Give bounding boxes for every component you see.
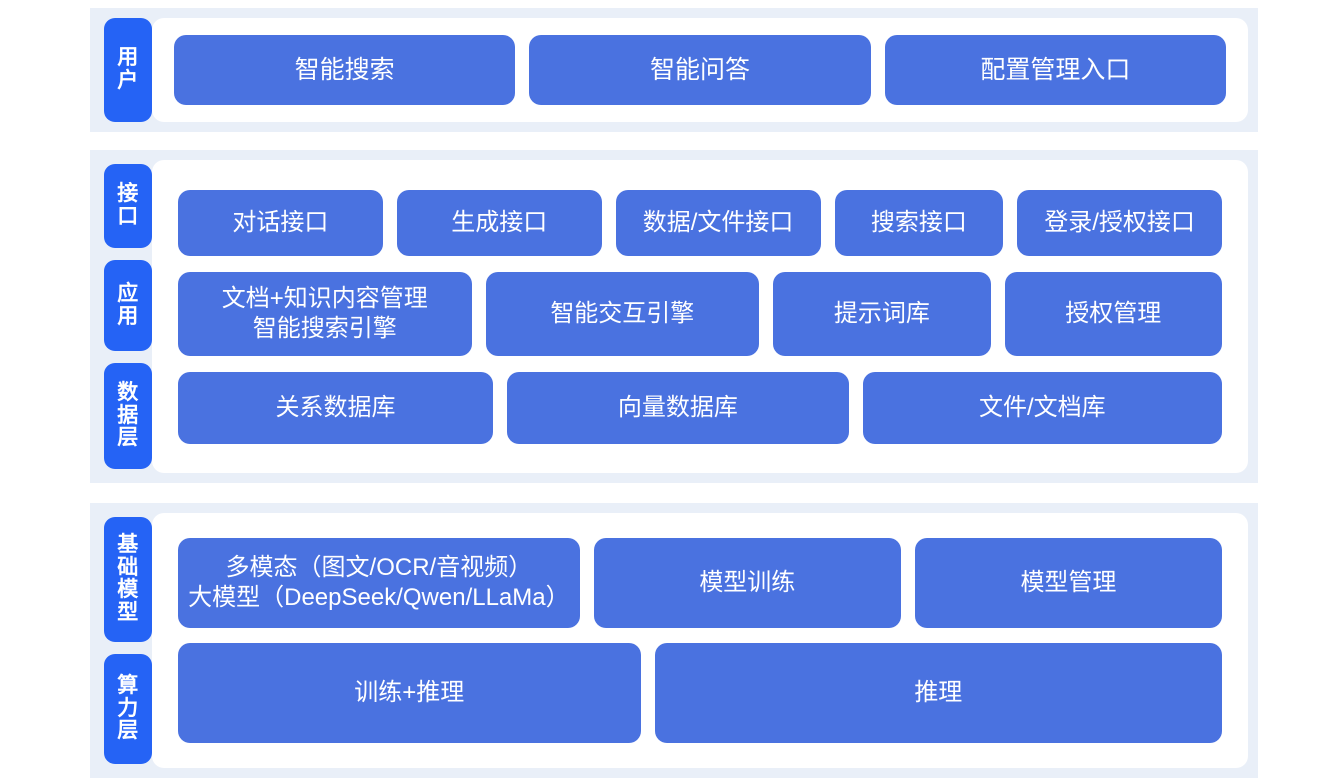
section-core-layers: 接口 应用 数据层 对话接口 生成接口 数据/文件接口 搜索接口 登录/授权接口… (90, 150, 1258, 483)
card-authorization-management[interactable]: 授权管理 (1004, 271, 1222, 356)
tag-column-user: 用户 (90, 8, 152, 132)
row-data-stores: 关系数据库 向量数据库 文件/文档库 (178, 371, 1223, 444)
card-relational-database[interactable]: 关系数据库 (178, 371, 494, 444)
layer-tag-foundation-model[interactable]: 基础模型 (104, 517, 152, 642)
layer-tag-compute-label: 算力层 (117, 673, 139, 743)
card-smart-interaction-engine[interactable]: 智能交互引擎 (485, 271, 760, 356)
layer-tag-interface[interactable]: 接口 (104, 164, 152, 248)
layer-tag-data[interactable]: 数据层 (104, 363, 152, 469)
card-model-management[interactable]: 模型管理 (914, 538, 1222, 628)
panel-user-layer: 智能搜索 智能问答 配置管理入口 (152, 18, 1248, 122)
row-user-entries: 智能搜索 智能问答 配置管理入口 (174, 35, 1226, 105)
card-multimodal-large-model[interactable]: 多模态（图文/OCR/音视频） 大模型（DeepSeek/Qwen/LLaMa） (178, 538, 580, 628)
row-interface-apis: 对话接口 生成接口 数据/文件接口 搜索接口 登录/授权接口 (178, 189, 1222, 256)
section-user-layer: 用户 智能搜索 智能问答 配置管理入口 (90, 8, 1258, 132)
layer-tag-compute[interactable]: 算力层 (104, 653, 152, 764)
card-smart-qa[interactable]: 智能问答 (529, 35, 871, 105)
panel-core-layers: 对话接口 生成接口 数据/文件接口 搜索接口 登录/授权接口 文档+知识内容管理… (152, 160, 1248, 473)
row-model-capabilities: 多模态（图文/OCR/音视频） 大模型（DeepSeek/Qwen/LLaMa）… (178, 538, 1222, 628)
card-search-api[interactable]: 搜索接口 (834, 189, 1004, 256)
card-training-and-inference[interactable]: 训练+推理 (178, 643, 641, 743)
card-vector-database[interactable]: 向量数据库 (507, 371, 849, 444)
card-file-document-store[interactable]: 文件/文档库 (862, 371, 1223, 444)
row-compute-resources: 训练+推理 推理 (178, 643, 1222, 743)
layer-tag-user[interactable]: 用户 (104, 18, 152, 122)
card-prompt-library[interactable]: 提示词库 (773, 271, 991, 356)
layer-tag-data-label: 数据层 (117, 381, 139, 450)
card-login-auth-api[interactable]: 登录/授权接口 (1017, 189, 1222, 256)
layer-tag-foundation-model-label: 基础模型 (117, 533, 139, 625)
tag-column-core: 接口 应用 数据层 (90, 150, 152, 483)
card-smart-search[interactable]: 智能搜索 (174, 35, 516, 105)
panel-foundation-layers: 多模态（图文/OCR/音视频） 大模型（DeepSeek/Qwen/LLaMa）… (152, 513, 1248, 768)
card-inference[interactable]: 推理 (654, 643, 1222, 743)
tag-column-foundation: 基础模型 算力层 (90, 503, 152, 778)
card-document-knowledge-management[interactable]: 文档+知识内容管理 智能搜索引擎 (178, 271, 472, 356)
card-dialog-api[interactable]: 对话接口 (178, 189, 383, 256)
row-application-modules: 文档+知识内容管理 智能搜索引擎 智能交互引擎 提示词库 授权管理 (178, 271, 1222, 356)
card-model-training[interactable]: 模型训练 (593, 538, 901, 628)
card-generation-api[interactable]: 生成接口 (396, 189, 602, 256)
section-foundation-layers: 基础模型 算力层 多模态（图文/OCR/音视频） 大模型（DeepSeek/Qw… (90, 503, 1258, 778)
card-data-file-api[interactable]: 数据/文件接口 (615, 189, 821, 256)
card-config-management-entry[interactable]: 配置管理入口 (884, 35, 1226, 105)
layer-tag-user-label: 用户 (117, 46, 139, 92)
layer-tag-application[interactable]: 应用 (104, 259, 152, 352)
layer-tag-interface-label: 接口 (117, 182, 139, 228)
layer-tag-application-label: 应用 (117, 281, 139, 328)
